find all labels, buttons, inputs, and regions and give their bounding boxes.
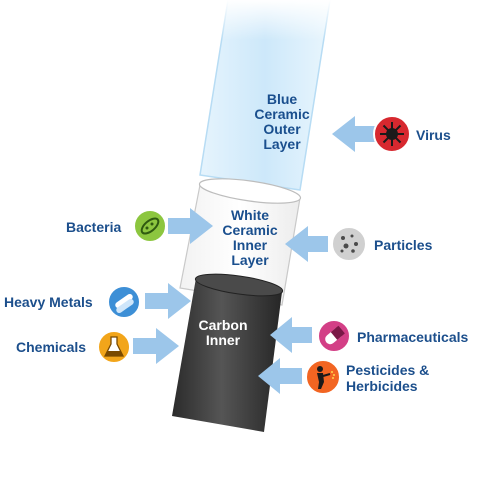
arrow-heavy-metals (145, 283, 191, 319)
pesticides-icon (305, 359, 341, 395)
heavy-metals-label: Heavy Metals (4, 294, 93, 310)
heavy-metals-icon (107, 285, 141, 319)
particles-label: Particles (374, 237, 433, 253)
arrow-bacteria (168, 208, 213, 244)
chemicals-icon (97, 330, 131, 364)
arrow-pharmaceuticals (270, 317, 312, 353)
carbon-core-shape (172, 273, 284, 432)
pesticides-label: Pesticides & Herbicides (346, 362, 430, 394)
arrow-virus (332, 116, 376, 152)
bacteria-label: Bacteria (66, 219, 122, 235)
bacteria-icon (133, 209, 167, 243)
arrow-pesticides (258, 358, 302, 394)
middle-layer-label: White Ceramic Inner Layer (222, 207, 278, 268)
outer-layer-label: Blue Ceramic Outer Layer (254, 91, 310, 152)
arrow-chemicals (133, 328, 179, 364)
arrows (133, 116, 376, 394)
particles-icon (331, 226, 367, 262)
core-layer-label: Carbon Inner (198, 317, 248, 348)
arrow-particles (285, 226, 328, 262)
virus-label: Virus (416, 127, 451, 143)
pharmaceuticals-icon (317, 319, 351, 353)
outer-layer-shape (199, 0, 340, 191)
virus-icon (373, 115, 411, 153)
pharmaceuticals-label: Pharmaceuticals (357, 329, 469, 345)
chemicals-label: Chemicals (16, 339, 87, 355)
